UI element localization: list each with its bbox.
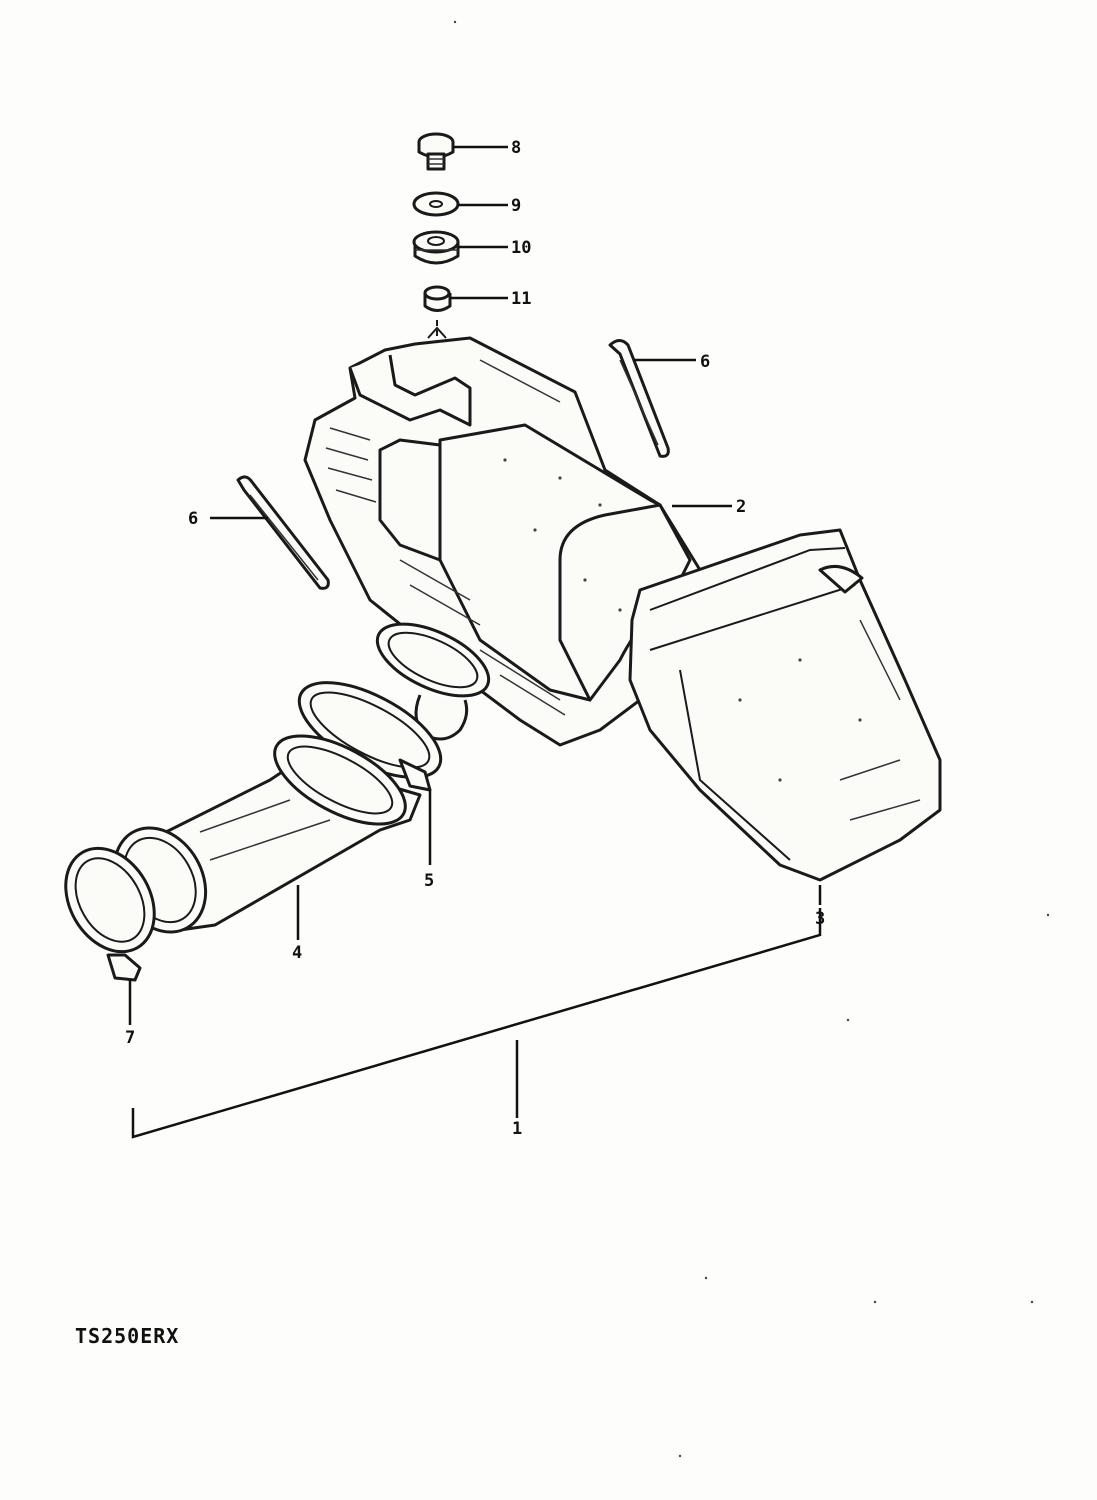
callout-11: 11: [511, 289, 531, 309]
callout-4: 4: [292, 943, 302, 963]
grommet-part-10: [412, 230, 460, 265]
assembly-bracket: [131, 908, 822, 1139]
axis-arrow-mark: [427, 326, 447, 339]
strap-part-6-right: [608, 339, 670, 458]
clamp-part-7: [64, 846, 156, 982]
callout-2: 2: [736, 497, 746, 517]
callout-10: 10: [511, 238, 531, 258]
callout-8: 8: [511, 138, 521, 158]
collar-part-11: [423, 285, 452, 312]
model-code-label: TS250ERX: [75, 1324, 180, 1348]
callout-6-right: 6: [700, 352, 710, 372]
callout-6-left: 6: [188, 509, 198, 529]
washer-part-9: [412, 191, 460, 217]
callout-1: 1: [512, 1119, 522, 1139]
callout-9: 9: [511, 196, 521, 216]
callout-5: 5: [424, 871, 434, 891]
bolt-part-8: [417, 132, 455, 171]
filter-cover-part-3: [628, 528, 942, 882]
callout-7: 7: [125, 1028, 135, 1048]
intake-duct-part-4: [112, 734, 422, 934]
air-cleaner-case-part-2: [303, 336, 702, 747]
case-outlet-ring: [375, 622, 491, 741]
strap-part-6-left: [236, 475, 330, 590]
